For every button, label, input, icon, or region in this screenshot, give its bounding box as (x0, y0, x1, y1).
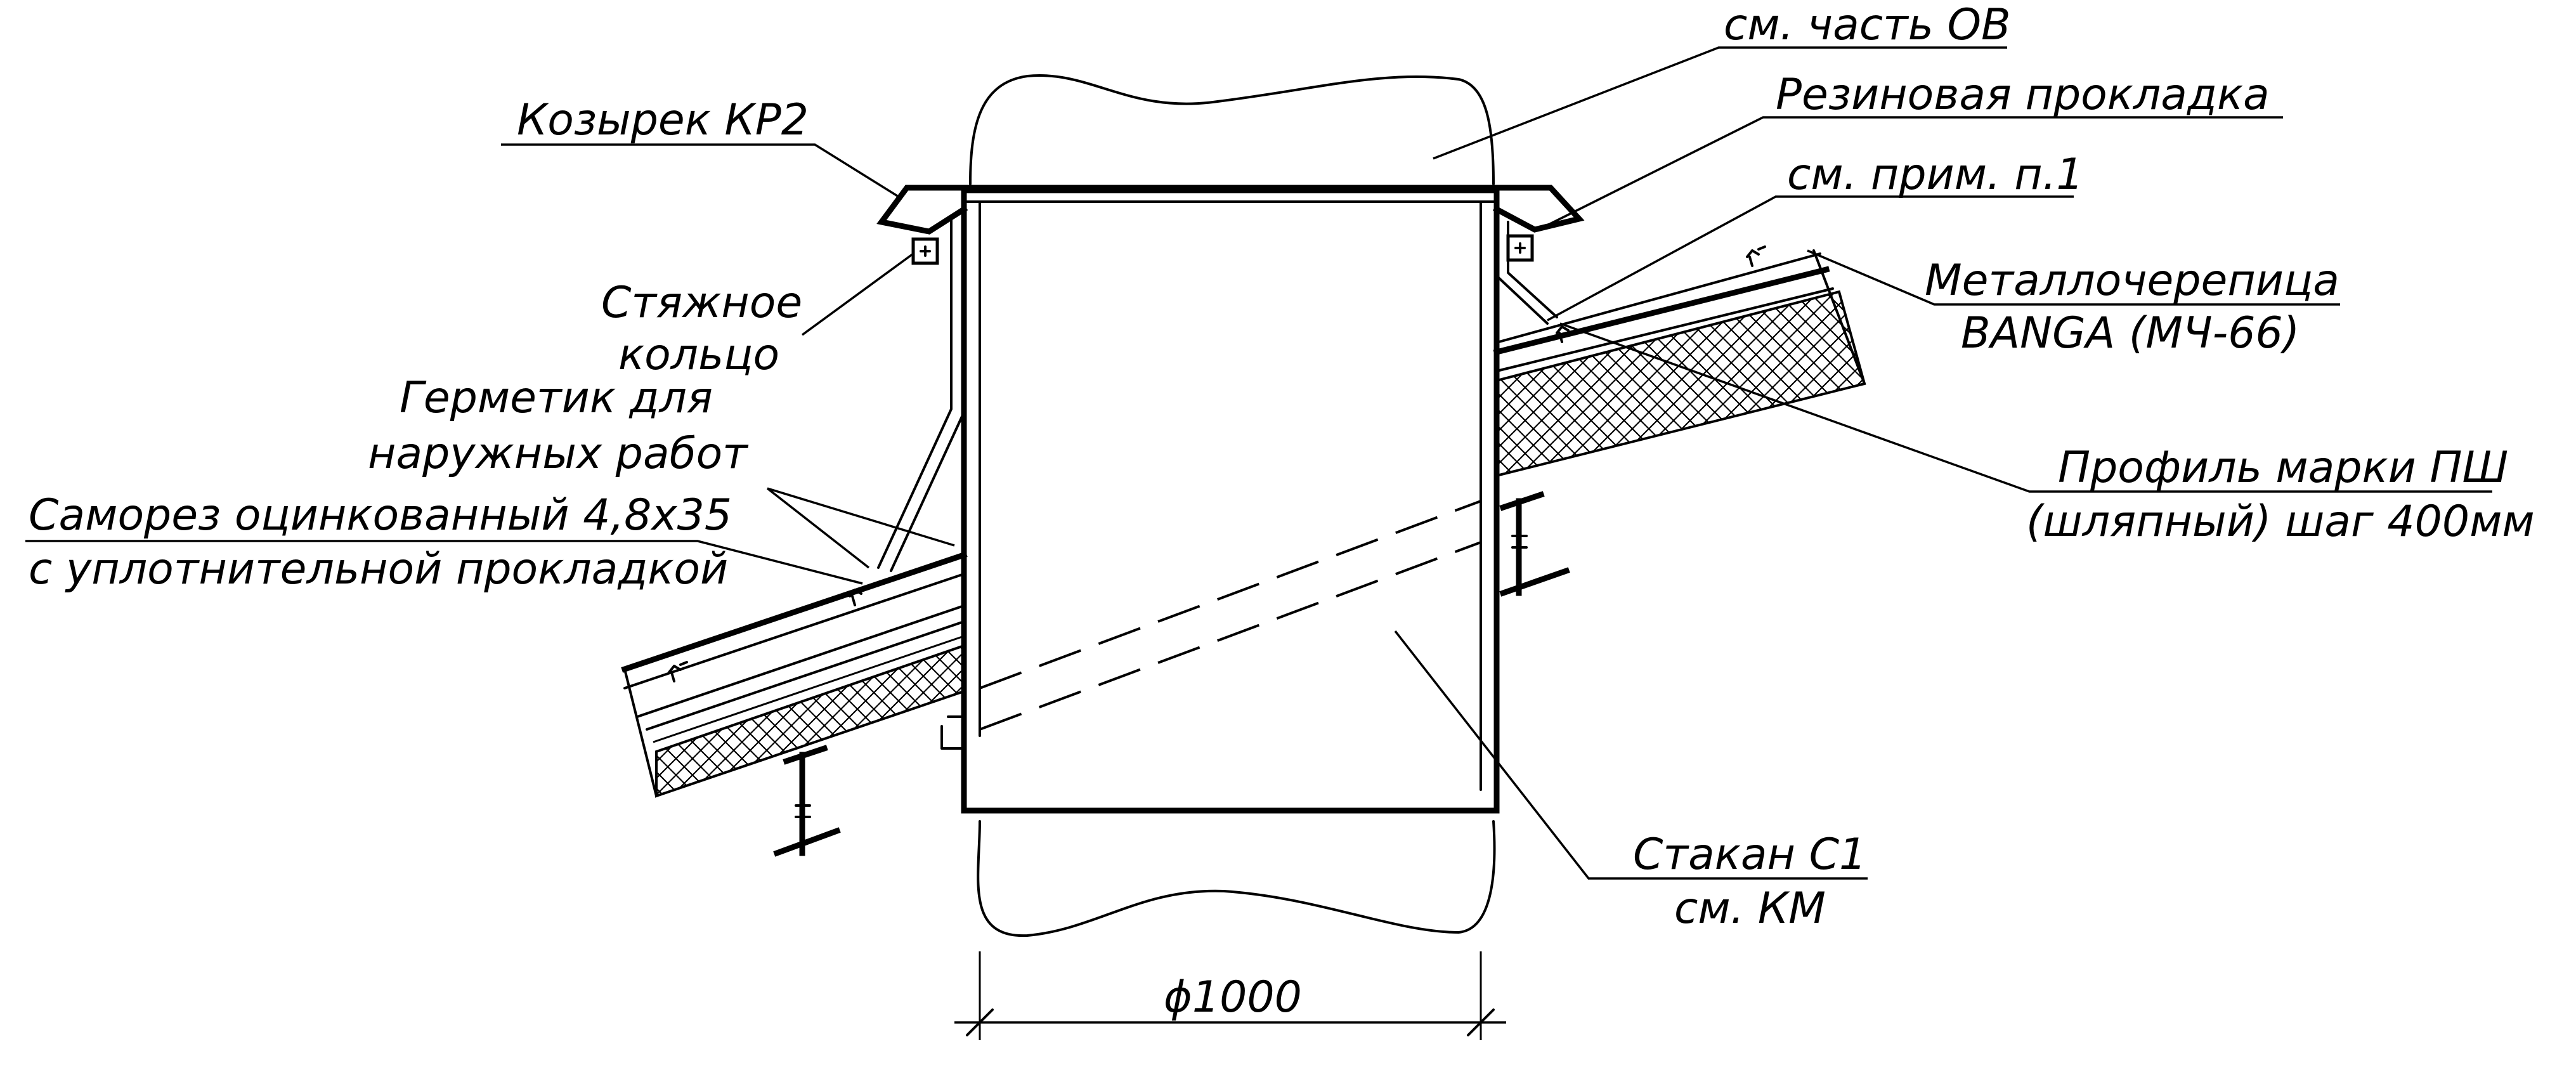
label-sealant-line1: Герметик для (400, 373, 713, 423)
label-clamp-ring-line1: Стяжное (601, 278, 802, 328)
roof-right (1493, 245, 1866, 597)
label-metal-tile-line1: Металлочерепица (1925, 256, 2339, 306)
label-diameter: ϕ1000 (1164, 972, 1302, 1022)
dimension-diameter (954, 951, 1506, 1040)
label-clamp-ring-line2: кольцо (618, 330, 779, 380)
leader-clamp-ring (801, 252, 914, 336)
label-profile-line2: (шляпный) шаг 400мм (2026, 497, 2535, 547)
clamp-ring-left (911, 237, 939, 265)
visor-kr2 (876, 185, 1585, 235)
label-screw-line2: с уплотнительной прокладкой (29, 544, 728, 594)
label-sealant-line2: наружных работ (368, 429, 749, 479)
duct-break-bottom (977, 820, 1496, 937)
label-rubber-gasket: Резиновая прокладка (1776, 70, 2270, 120)
leader-sealant (766, 487, 955, 569)
leader-metal-tile (1807, 249, 2340, 306)
label-see-ov: см. часть ОВ (1724, 0, 2011, 50)
label-sleeve-line1: Стакан С1 (1633, 830, 1866, 880)
leader-profile (1559, 322, 2492, 493)
leader-see-ov (1433, 46, 2007, 160)
leader-visor (501, 143, 901, 199)
flashing-left (877, 218, 965, 572)
leader-sleeve (1394, 630, 1868, 880)
leader-rubber-gasket (1540, 116, 2283, 230)
label-see-note: см. прим. п.1 (1787, 150, 2084, 200)
clamp-ring-right (1506, 234, 1534, 262)
roof-hidden-line (979, 500, 1481, 731)
label-metal-tile-line2: BANGA (МЧ-66) (1961, 308, 2300, 358)
duct-break-top (969, 74, 1495, 185)
label-visor: Козырек КР2 (517, 95, 809, 145)
sleeve-c1 (948, 185, 1509, 814)
label-screw-line1: Саморез оцинкованный 4,8х35 (29, 490, 732, 540)
roof-left (621, 551, 968, 857)
flashing-right (1495, 221, 1558, 325)
leader-screw (25, 540, 863, 585)
label-profile-line1: Профиль марки ПШ (2058, 443, 2508, 493)
label-sleeve-line2: см. КМ (1674, 884, 1826, 934)
leader-see-note (1547, 195, 2074, 322)
